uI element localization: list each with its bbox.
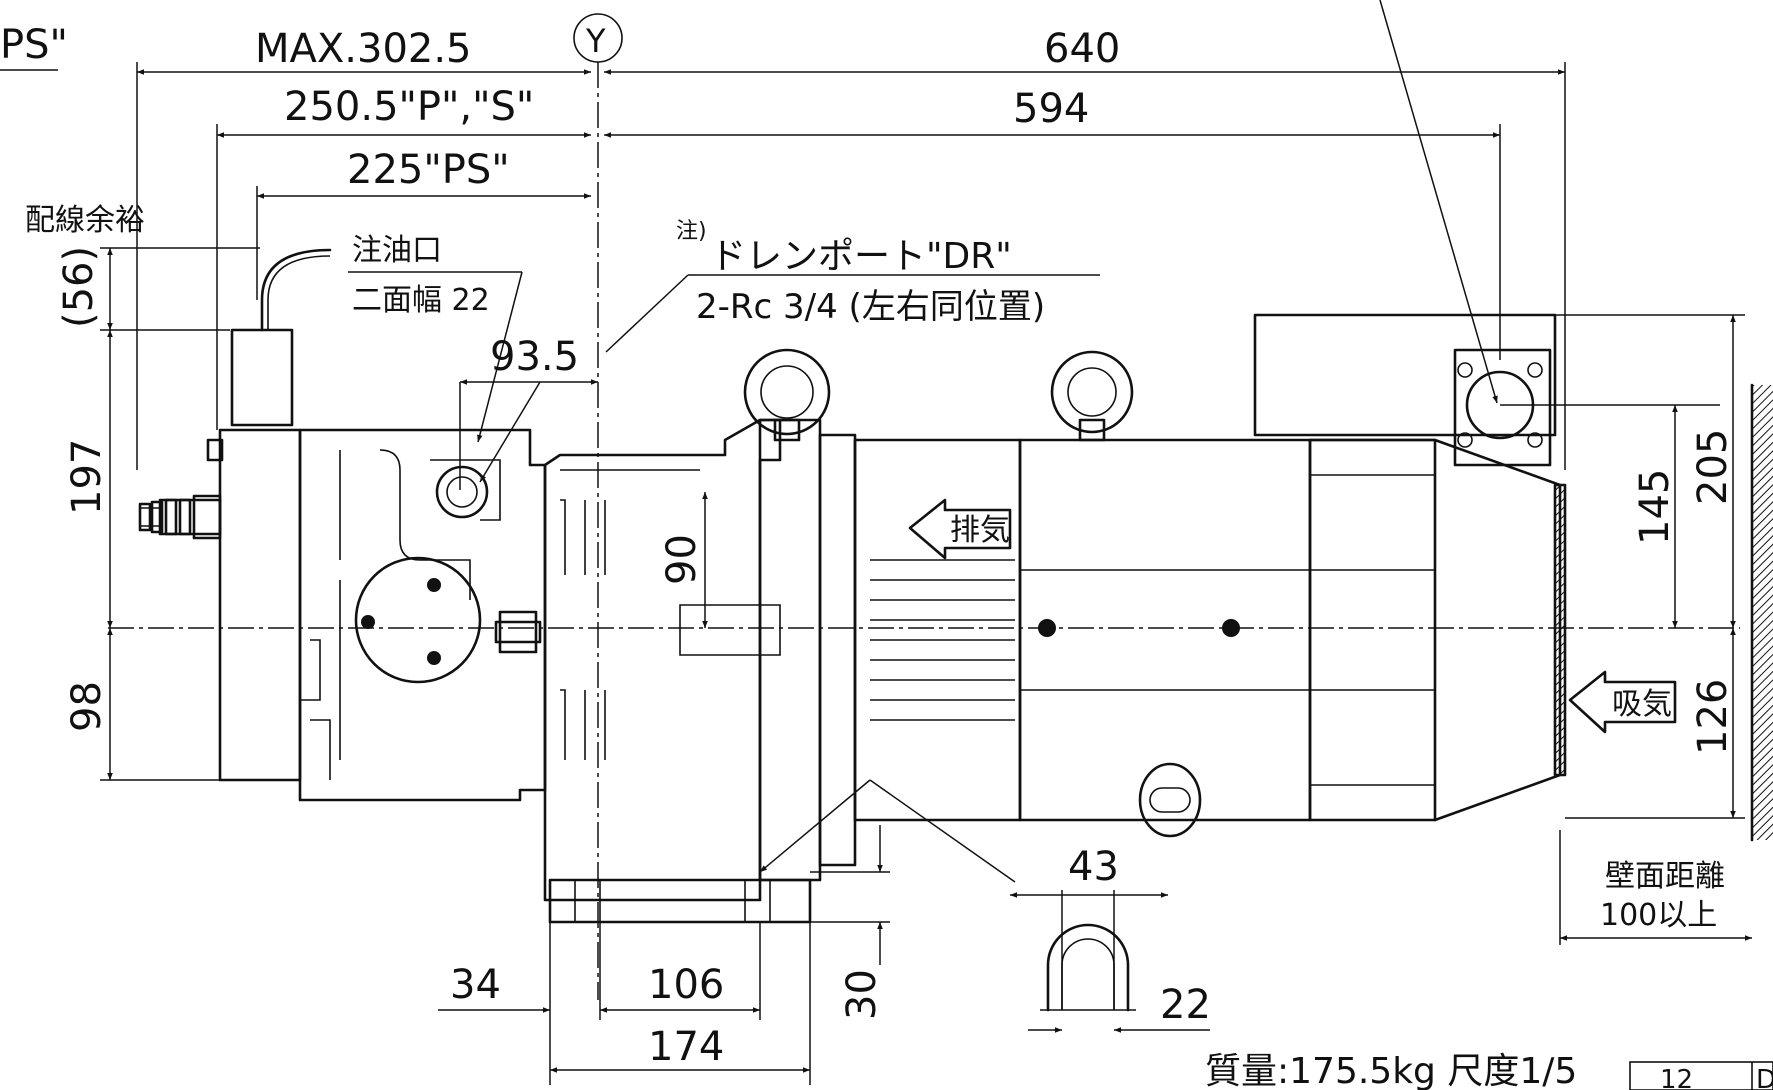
left-dimensions: 配線余裕 (56) 197 98 xyxy=(25,203,260,781)
adapter-bracket xyxy=(543,348,857,924)
exhaust-label: 排気 xyxy=(950,513,1010,548)
dim-93-5-label: 93.5 xyxy=(490,334,579,380)
cooling-fins xyxy=(870,559,1015,721)
fitting-left xyxy=(138,494,222,540)
slot-detail: 43 22 xyxy=(1010,844,1211,1033)
dim-250-5-label: 250.5"P","S" xyxy=(284,84,534,130)
right-dimensions: 90 145 205 126 壁面距離 100以上 xyxy=(659,314,1752,945)
dim-90-label: 90 xyxy=(659,534,705,585)
dim-197-label: 197 xyxy=(64,439,110,515)
ps-fragment-label: PS" xyxy=(0,22,68,68)
dim-30-label: 30 xyxy=(839,969,885,1020)
oil-port-label: 注油口 xyxy=(352,233,442,268)
wall-distance-label: 壁面距離 xyxy=(1605,859,1725,894)
intake-label: 吸気 xyxy=(1612,687,1672,722)
mass-scale-label: 質量:175.5kg 尺度1/5 xyxy=(1205,1051,1577,1090)
sheet-letter: D xyxy=(1756,1065,1773,1090)
port-annotations: 注油口 二面幅 22 注) ドレンポート"DR" 2-Rc 3/4 (左右同位置… xyxy=(348,219,1100,490)
note-marker-label: 注) xyxy=(676,219,707,244)
wall-distance-value: 100以上 xyxy=(1600,898,1717,933)
footer: 質量:175.5kg 尺度1/5 12 D xyxy=(1205,1051,1773,1090)
across-flats-label: 二面幅 22 xyxy=(352,283,490,318)
dim-126-label: 126 xyxy=(1690,679,1736,755)
wiring-allowance-label: 配線余裕 xyxy=(25,203,145,238)
dim-98-label: 98 xyxy=(64,681,110,732)
dim-106-label: 106 xyxy=(648,962,724,1008)
dim-22-label: 22 xyxy=(1160,982,1211,1028)
dim-640-label: 640 xyxy=(1044,26,1120,72)
dim-205-label: 205 xyxy=(1690,429,1736,505)
sheet-number: 12 xyxy=(1660,1065,1693,1090)
drain-port-label: ドレンポート"DR" xyxy=(710,236,1012,277)
dim-145-label: 145 xyxy=(1632,469,1678,545)
dim-594-label: 594 xyxy=(1013,86,1089,132)
datum-y-label: Y xyxy=(585,22,606,60)
dim-174-label: 174 xyxy=(648,1024,724,1070)
bottom-dimensions: 30 34 106 174 43 22 xyxy=(438,779,1211,1085)
exhaust-arrow: 排気 xyxy=(908,498,1012,560)
drain-spec-label: 2-Rc 3/4 (左右同位置) xyxy=(696,287,1045,327)
dim-43-label: 43 xyxy=(1068,844,1119,890)
motor-body xyxy=(853,313,1567,838)
intake-arrow: 吸気 xyxy=(1568,670,1677,734)
wall-hatch xyxy=(1752,385,1773,840)
dim-56-label: (56) xyxy=(56,246,102,328)
pump-body xyxy=(138,248,547,802)
dim-225-label: 225"PS" xyxy=(347,147,510,193)
dim-34-label: 34 xyxy=(450,962,501,1008)
max-width-label: MAX.302.5 xyxy=(255,26,472,72)
top-dimensions: PS" MAX.302.5 Y 640 250.5"P","S" 594 225… xyxy=(0,0,1566,470)
